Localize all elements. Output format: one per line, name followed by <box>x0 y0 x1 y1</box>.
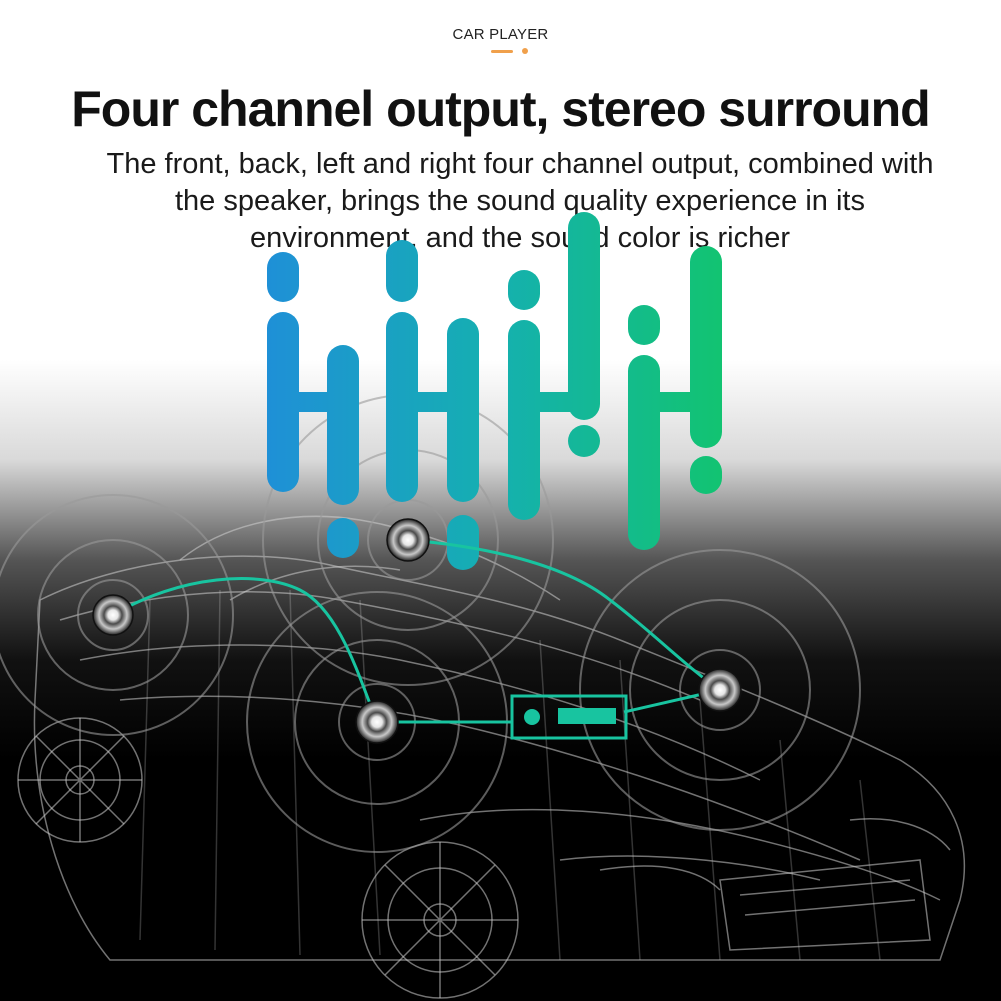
header: CAR PLAYER Four channel output, stereo s… <box>0 0 1001 260</box>
speaker-wires <box>112 538 721 724</box>
speaker-icon <box>355 700 399 744</box>
speaker-icon <box>92 594 134 636</box>
amplifier-unit <box>510 694 628 740</box>
brand-dot <box>522 48 528 54</box>
speaker-icon <box>698 668 742 712</box>
brand-underline <box>491 50 513 53</box>
speaker-icon <box>386 518 430 562</box>
brand-label: CAR PLAYER <box>452 26 549 43</box>
page-subtitle: The front, back, left and right four cha… <box>106 148 934 254</box>
speaker-icons <box>92 518 742 744</box>
sound-wave-bars <box>267 212 722 570</box>
page-title: Four channel output, stereo surround <box>71 81 930 137</box>
car-wireframe <box>17 515 966 999</box>
